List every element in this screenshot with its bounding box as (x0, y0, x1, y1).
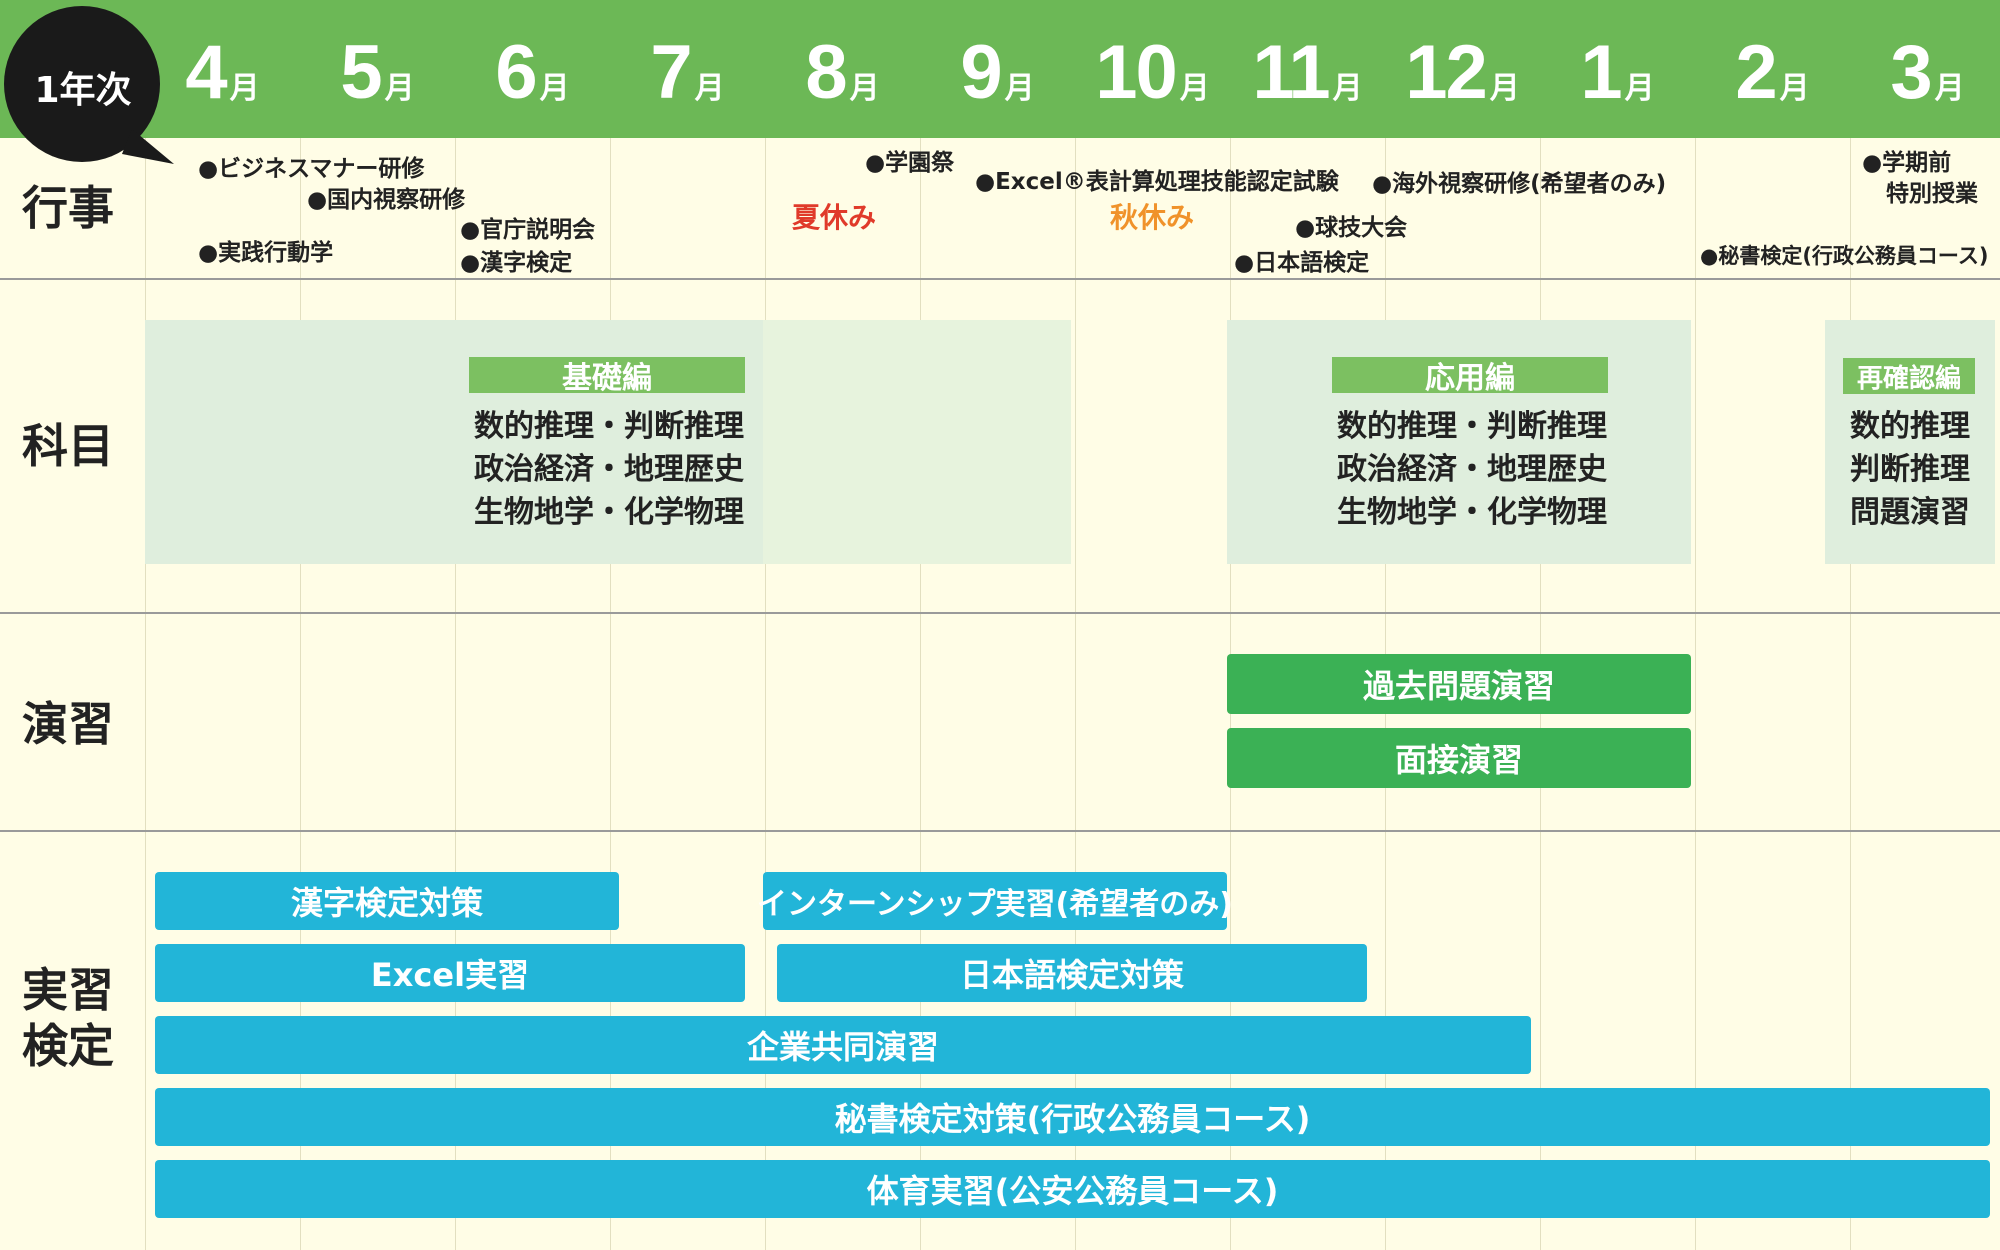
subject-review-line: 数的推理 (1850, 409, 1970, 444)
row-divider (0, 830, 2000, 832)
practice-secretary-prep-bar: 秘書検定対策(行政公務員コース) (155, 1088, 1990, 1146)
subject-applied-title: 応用編 (1332, 357, 1608, 396)
month-number: 2 (1735, 30, 1777, 115)
row-divider (0, 278, 2000, 280)
event-practical-behavior: ●実践行動学 (198, 240, 334, 266)
row-label-exercises: 演習 (22, 697, 114, 751)
month-number: 4 (185, 30, 227, 115)
month-unit: 月 (1489, 71, 1520, 106)
subject-basic-line: 生物地学・化学物理 (474, 495, 744, 530)
month-unit: 月 (229, 71, 260, 106)
column-divider (1075, 138, 1076, 1250)
column-divider (765, 138, 766, 1250)
event-pre-term-line2: 特別授業 (1886, 181, 1978, 207)
month-unit: 月 (1934, 71, 1965, 106)
column-grid (0, 138, 2000, 1250)
month-number: 7 (650, 30, 692, 115)
month-number: 12 (1405, 30, 1488, 115)
month-unit: 月 (539, 71, 570, 106)
month-unit: 月 (1179, 71, 1210, 106)
subject-applied-line: 数的推理・判断推理 (1337, 409, 1607, 444)
column-divider (610, 138, 611, 1250)
practice-japanese-prep-bar: 日本語検定対策 (777, 944, 1367, 1002)
month-number: 10 (1095, 30, 1178, 115)
subject-applied-line: 政治経済・地理歴史 (1337, 452, 1607, 487)
subject-review-line: 問題演習 (1850, 495, 1970, 530)
event-business-manner: ●ビジネスマナー研修 (198, 156, 425, 182)
month-number: 5 (340, 30, 382, 115)
subject-review-title: 再確認編 (1843, 358, 1975, 394)
column-divider (1695, 138, 1696, 1250)
month-unit: 月 (384, 71, 415, 106)
event-school-festival: ●学園祭 (865, 150, 955, 176)
event-secretary-test: ●秘書検定(行政公務員コース) (1700, 244, 1989, 268)
subject-review-line: 判断推理 (1850, 452, 1970, 487)
row-label-practice-line1: 実習 (22, 963, 114, 1017)
practice-corporate-joint-bar: 企業共同演習 (155, 1016, 1531, 1074)
column-divider (1850, 138, 1851, 1250)
column-divider (920, 138, 921, 1250)
year-badge: 1年次 (2, 4, 174, 166)
row-label-subjects: 科目 (22, 419, 114, 473)
subject-basic-line: 政治経済・地理歴史 (474, 452, 744, 487)
event-japanese-test: ●日本語検定 (1234, 250, 1370, 276)
year-badge-label: 1年次 (34, 70, 132, 111)
event-kanji-test: ●漢字検定 (460, 250, 573, 276)
event-government-briefing: ●官庁説明会 (460, 217, 596, 243)
month-number: 11 (1252, 30, 1330, 115)
event-sports-meet: ●球技大会 (1295, 215, 1408, 241)
month-number: 3 (1890, 30, 1932, 115)
subject-basic-line: 数的推理・判断推理 (474, 409, 744, 444)
autumn-break-label: 秋休み (1110, 201, 1195, 234)
month-unit: 月 (849, 71, 880, 106)
month-number: 6 (495, 30, 537, 115)
exercise-interview-bar: 面接演習 (1227, 728, 1691, 788)
month-unit: 月 (1624, 71, 1655, 106)
month-unit: 月 (1332, 71, 1363, 106)
month-number: 8 (805, 30, 847, 115)
row-label-events: 行事 (22, 181, 114, 235)
row-label-practice-line2: 検定 (22, 1019, 114, 1073)
column-divider (300, 138, 301, 1250)
event-overseas-tour: ●海外視察研修(希望者のみ) (1372, 171, 1667, 197)
speech-bubble-icon (4, 6, 174, 164)
month-unit: 月 (1004, 71, 1035, 106)
event-pre-term-line1: ●学期前 (1862, 150, 1952, 176)
practice-internship-bar: インターンシップ実習(希望者のみ) (757, 872, 1233, 930)
month-number: 1 (1580, 30, 1622, 115)
subject-applied-line: 生物地学・化学物理 (1337, 495, 1607, 530)
column-divider (455, 138, 456, 1250)
event-excel-exam: ●Excel®表計算処理技能認定試験 (975, 169, 1339, 195)
practice-excel-bar: Excel実習 (155, 944, 745, 1002)
subject-summer-area (763, 320, 1071, 564)
practice-kanji-prep-bar: 漢字検定対策 (155, 872, 619, 930)
event-domestic-tour: ●国内視察研修 (307, 187, 466, 213)
summer-break-label: 夏休み (792, 201, 877, 234)
month-header-bar (0, 0, 2000, 138)
exercise-past-exam-bar: 過去問題演習 (1227, 654, 1691, 714)
column-divider (145, 138, 146, 1250)
month-unit: 月 (1779, 71, 1810, 106)
practice-pe-bar: 体育実習(公安公務員コース) (155, 1160, 1990, 1218)
row-divider (0, 612, 2000, 614)
subject-basic-title: 基礎編 (469, 357, 745, 396)
month-number: 9 (960, 30, 1002, 115)
month-unit: 月 (694, 71, 725, 106)
